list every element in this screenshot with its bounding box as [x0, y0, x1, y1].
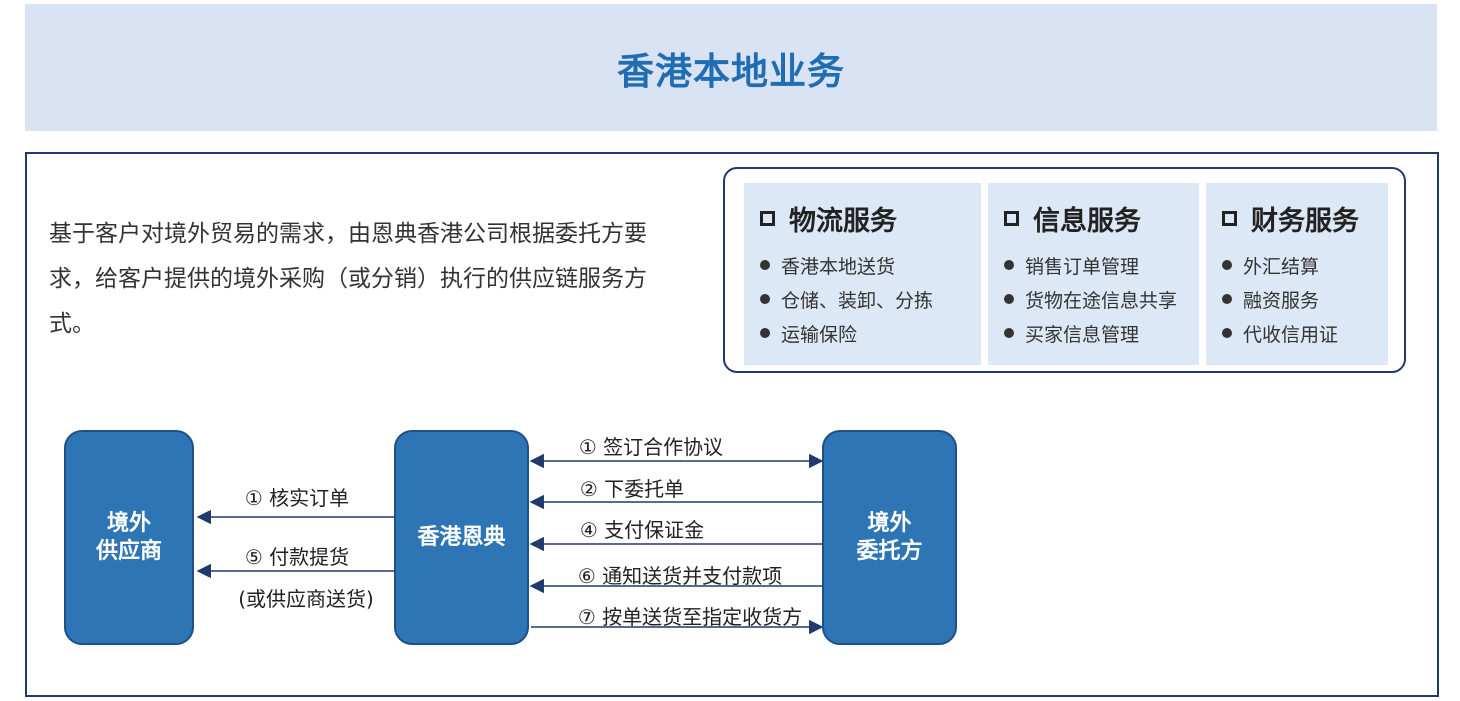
- service-item: 代收信用证: [1222, 316, 1388, 350]
- node-hk-grace: 香港恩典: [394, 430, 529, 645]
- service-title: 信息服务: [1033, 206, 1141, 237]
- service-column-information: 信息服务 销售订单管理 货物在途信息共享 买家信息管理: [988, 183, 1199, 365]
- flow-label: ① 签订合作协议: [578, 435, 724, 459]
- bullet-icon: [760, 260, 770, 270]
- flow-label: ② 下委托单: [579, 477, 685, 501]
- checkbox-square-icon: [760, 211, 775, 226]
- checkbox-square-icon: [1004, 211, 1019, 226]
- content-frame: [25, 152, 1439, 697]
- bullet-icon: [1222, 260, 1232, 270]
- bullet-icon: [1004, 328, 1014, 338]
- checkbox-square-icon: [1222, 211, 1237, 226]
- service-title: 物流服务: [789, 206, 897, 237]
- service-item: 香港本地送货: [760, 248, 981, 282]
- flow-label: ④ 支付保证金: [579, 518, 705, 542]
- bullet-icon: [1222, 294, 1232, 304]
- flow-label: ① 核实订单: [244, 486, 350, 510]
- service-column-finance: 财务服务 外汇结算 融资服务 代收信用证: [1206, 183, 1388, 365]
- service-item: 融资服务: [1222, 282, 1388, 316]
- bullet-icon: [1222, 328, 1232, 338]
- node-overseas-client: 境外 委托方: [822, 430, 957, 645]
- flow-label: ⑤ 付款提货: [244, 545, 350, 569]
- flow-label: ⑥ 通知送货并支付款项: [577, 564, 783, 588]
- service-item: 买家信息管理: [1004, 316, 1199, 350]
- bullet-icon: [760, 328, 770, 338]
- service-column-logistics: 物流服务 香港本地送货 仓储、装卸、分拣 运输保险: [744, 183, 981, 365]
- title-banner: 香港本地业务: [25, 4, 1437, 131]
- service-item: 运输保险: [760, 316, 981, 350]
- bullet-icon: [1004, 260, 1014, 270]
- page-title: 香港本地业务: [617, 49, 845, 93]
- service-item: 外汇结算: [1222, 248, 1388, 282]
- bullet-icon: [1004, 294, 1014, 304]
- services-panel: 物流服务 香港本地送货 仓储、装卸、分拣 运输保险 信息服务 销售订单管理 货物…: [723, 167, 1406, 373]
- service-title: 财务服务: [1251, 206, 1359, 237]
- service-item: 货物在途信息共享: [1004, 282, 1199, 316]
- flow-sublabel: (或供应商送货): [238, 587, 374, 611]
- service-item: 销售订单管理: [1004, 248, 1199, 282]
- service-item: 仓储、装卸、分拣: [760, 282, 981, 316]
- flow-label: ⑦ 按单送货至指定收货方: [577, 605, 803, 629]
- node-overseas-supplier: 境外 供应商: [64, 430, 194, 645]
- intro-text: 基于客户对境外贸易的需求，由恩典香港公司根据委托方要求，给客户提供的境外采购（或…: [49, 221, 647, 337]
- bullet-icon: [760, 294, 770, 304]
